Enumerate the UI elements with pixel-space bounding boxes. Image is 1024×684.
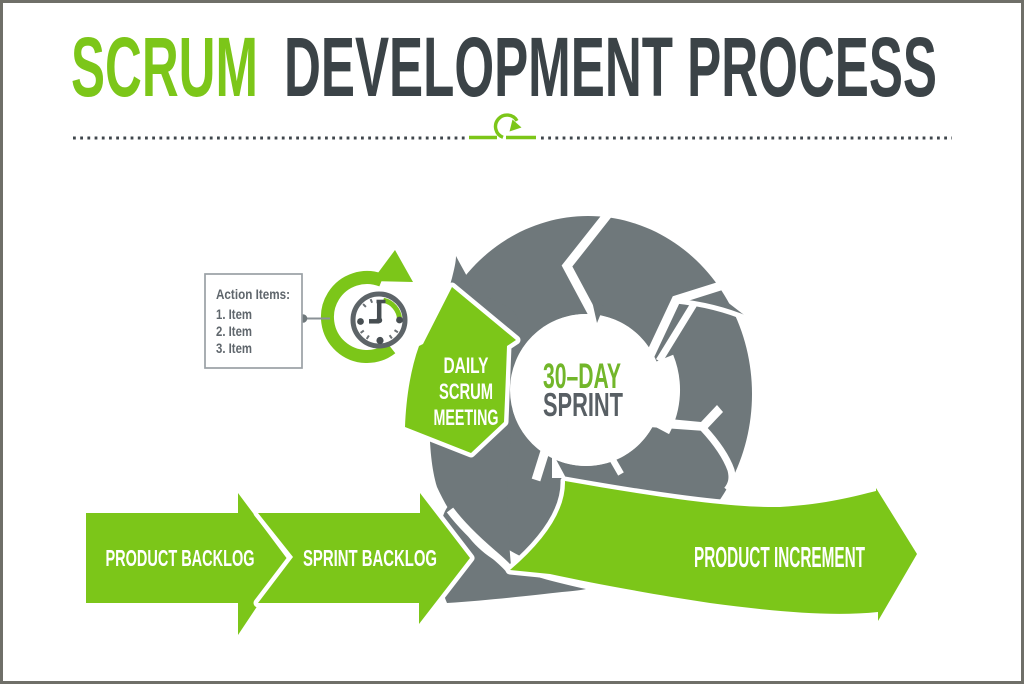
svg-text:SPRINT: SPRINT xyxy=(543,386,623,423)
svg-text:DAILY: DAILY xyxy=(444,353,489,378)
svg-text:MEETING: MEETING xyxy=(434,405,499,430)
svg-text:PRODUCT INCREMENT: PRODUCT INCREMENT xyxy=(694,542,865,574)
svg-text:30–DAY: 30–DAY xyxy=(543,357,621,396)
svg-text:SCRUM: SCRUM xyxy=(439,379,493,404)
svg-text:DEVELOPMENT PROCESS: DEVELOPMENT PROCESS xyxy=(284,20,937,114)
svg-text:SCRUM: SCRUM xyxy=(71,20,258,114)
svg-text:1. Item: 1. Item xyxy=(216,307,252,322)
svg-text:SPRINT BACKLOG: SPRINT BACKLOG xyxy=(303,545,437,571)
svg-text:3. Item: 3. Item xyxy=(216,341,252,356)
svg-text:Action Items:: Action Items: xyxy=(216,286,290,302)
svg-text:PRODUCT BACKLOG: PRODUCT BACKLOG xyxy=(106,545,255,571)
svg-text:2. Item: 2. Item xyxy=(216,324,252,339)
